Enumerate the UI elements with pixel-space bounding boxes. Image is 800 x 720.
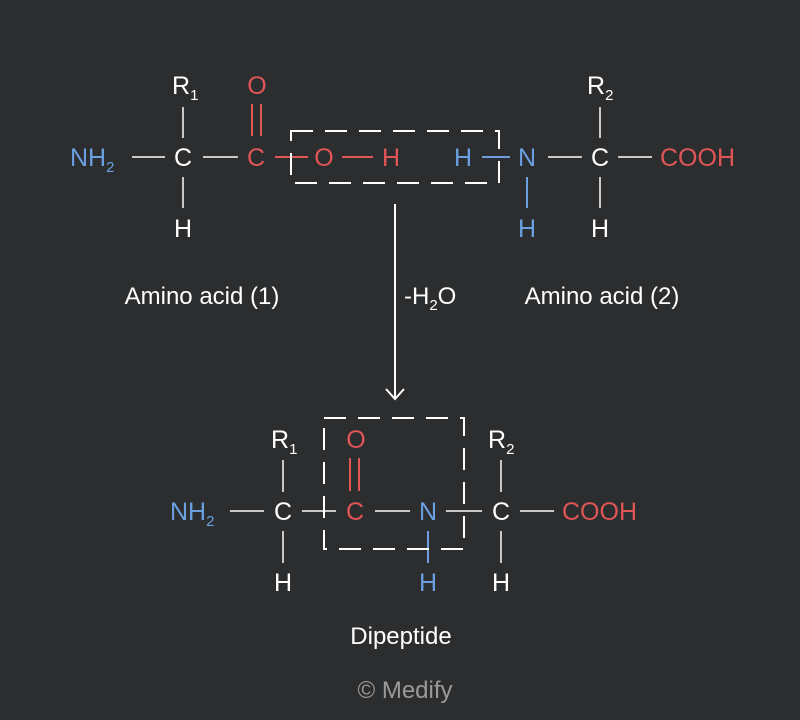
r1-group: R1 [172,72,198,104]
peptide-nitrogen-hydrogen: H [419,569,437,597]
nh2-group-dipeptide: NH2 [170,498,214,530]
alpha-carbon-dipeptide-2: C [492,498,510,526]
peptide-nitrogen: N [419,498,437,526]
nh2-group-1: NH2 [70,144,114,176]
hydroxyl-hydrogen: H [382,144,400,172]
carboxyl-group-dipeptide: COOH [562,498,637,526]
amine-hydrogen: H [454,144,472,172]
carbonyl-carbon-1: C [247,144,265,172]
amine-nitrogen-2: N [518,144,536,172]
medify-watermark: © Medify [357,677,452,704]
carbonyl-oxygen-dipeptide: O [346,426,365,454]
carbonyl-carbon-dipeptide: C [346,498,364,526]
alpha-hydrogen-2: H [591,215,609,243]
reactant-bonds [132,104,652,208]
water-byproduct-label: -H2O [404,283,456,314]
amino-acid-2-caption: Amino acid (2) [525,283,680,310]
carboxyl-group-2: COOH [660,144,735,172]
alpha-carbon-2: C [591,144,609,172]
alpha-hydrogen-1: H [174,215,192,243]
peptide-bond-box [323,417,465,550]
nitrogen-hydrogen-2: H [518,215,536,243]
r2-group: R2 [587,72,613,104]
alpha-carbon-dipeptide-1: C [274,498,292,526]
alpha-hydrogen-dipeptide-2: H [492,569,510,597]
r1-group-dipeptide: R1 [271,426,297,458]
reaction-arrow [385,204,405,401]
r2-group-dipeptide: R2 [488,426,514,458]
product-bonds [230,458,554,563]
alpha-carbon-1: C [174,144,192,172]
alpha-hydrogen-dipeptide-1: H [274,569,292,597]
carbonyl-oxygen-1: O [247,72,266,100]
hydroxyl-oxygen: O [314,144,333,172]
water-removal-box [290,130,500,184]
dipeptide-caption: Dipeptide [350,623,451,650]
amino-acid-1-caption: Amino acid (1) [125,283,280,310]
